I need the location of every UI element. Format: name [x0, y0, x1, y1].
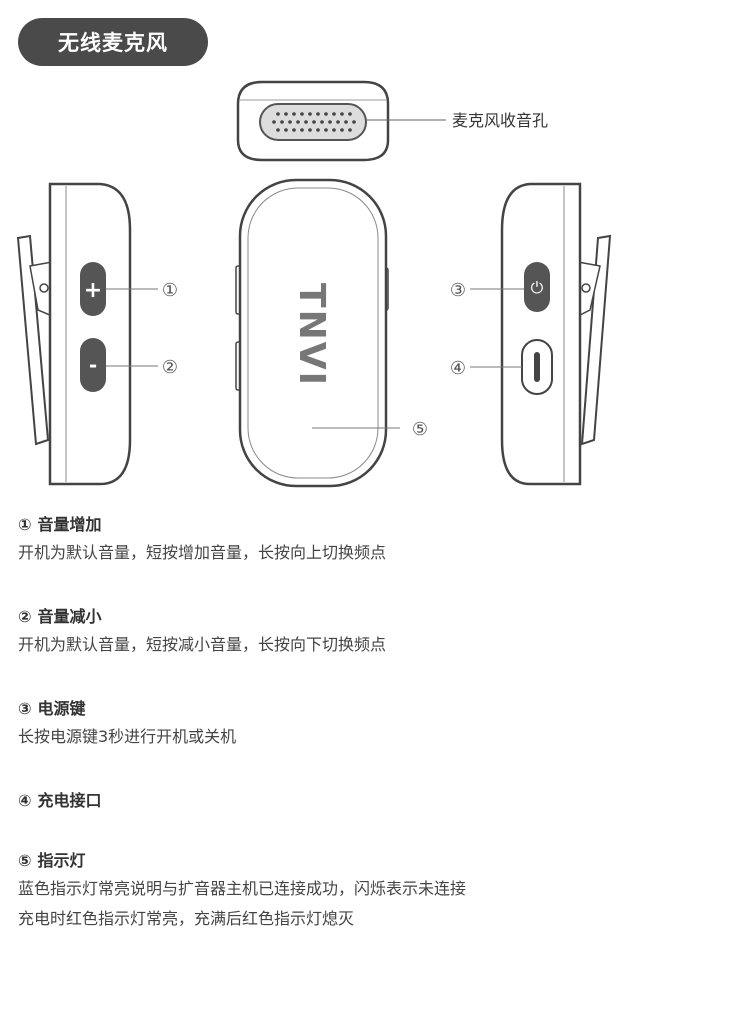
callout-5: ⑤: [412, 419, 428, 440]
section-title: ⑤ 指示灯: [18, 848, 466, 874]
mic-left-side-view: + - ① ②: [16, 182, 178, 486]
plus-icon: +: [84, 278, 102, 303]
section-number: ③: [18, 699, 32, 718]
left-clip: [16, 234, 50, 446]
callout-4: ④: [450, 358, 466, 379]
section-title: ② 音量减小: [18, 604, 386, 630]
left-body: [48, 182, 132, 486]
section-title: ③ 电源键: [18, 696, 236, 722]
section-title-text: 音量减小: [37, 607, 102, 626]
section-line: 充电时红色指示灯常亮，充满后红色指示灯熄灭: [18, 909, 355, 928]
section-volume-up: ① 音量增加 开机为默认音量，短按增加音量，长按向上切换频点: [18, 512, 386, 568]
section-line: 蓝色指示灯常亮说明与扩音器主机已连接成功，闪烁表示未连接: [18, 879, 467, 898]
section-line: 开机为默认音量，短按增加音量，长按向上切换频点: [18, 543, 387, 562]
section-line: 长按电源键3秒进行开机或关机: [18, 727, 237, 746]
mic-right-side-view: ⏻ ③ ④: [450, 182, 612, 486]
section-number: ①: [18, 515, 32, 534]
page-title: 无线麦克风: [18, 18, 208, 66]
section-title-text: 音量增加: [37, 515, 102, 534]
section-title: ④ 充电接口: [18, 788, 102, 814]
section-line: 开机为默认音量，短按减小音量，长按向下切换频点: [18, 635, 387, 654]
section-volume-down: ② 音量减小 开机为默认音量，短按减小音量，长按向下切换频点: [18, 604, 386, 660]
minus-icon: -: [89, 353, 97, 377]
callout-3: ③: [450, 280, 466, 301]
section-title: ① 音量增加: [18, 512, 386, 538]
section-number: ②: [18, 607, 32, 626]
volume-up-button: [80, 262, 106, 316]
section-number: ⑤: [18, 851, 32, 870]
mic-top-view: 麦克风收音孔: [236, 80, 548, 162]
right-body: [500, 182, 582, 486]
front-body: [238, 178, 388, 488]
section-title-text: 指示灯: [37, 851, 86, 870]
section-indicator: ⑤ 指示灯 蓝色指示灯常亮说明与扩音器主机已连接成功，闪烁表示未连接 充电时红色指…: [18, 848, 466, 934]
section-title-text: 充电接口: [37, 791, 102, 810]
mic-hole-dots: [272, 112, 356, 132]
power-icon: ⏻: [531, 278, 544, 297]
product-diagram: 麦克风收音孔 + - ① ② TNVI ⑤ ⏻: [16, 80, 612, 488]
volume-down-button: [80, 338, 106, 392]
section-charging-port: ④ 充电接口: [18, 788, 102, 814]
callout-2: ②: [162, 357, 178, 378]
section-power-key: ③ 电源键 长按电源键3秒进行开机或关机: [18, 696, 236, 752]
mic-front-view: TNVI ⑤: [235, 178, 428, 488]
power-button: [524, 262, 550, 312]
section-title-text: 电源键: [37, 699, 86, 718]
brand-logo: TNVI: [291, 283, 332, 387]
section-number: ④: [18, 791, 32, 810]
callout-1: ①: [162, 280, 178, 301]
right-clip: [580, 234, 612, 446]
mic-hole-label: 麦克风收音孔: [452, 111, 548, 130]
